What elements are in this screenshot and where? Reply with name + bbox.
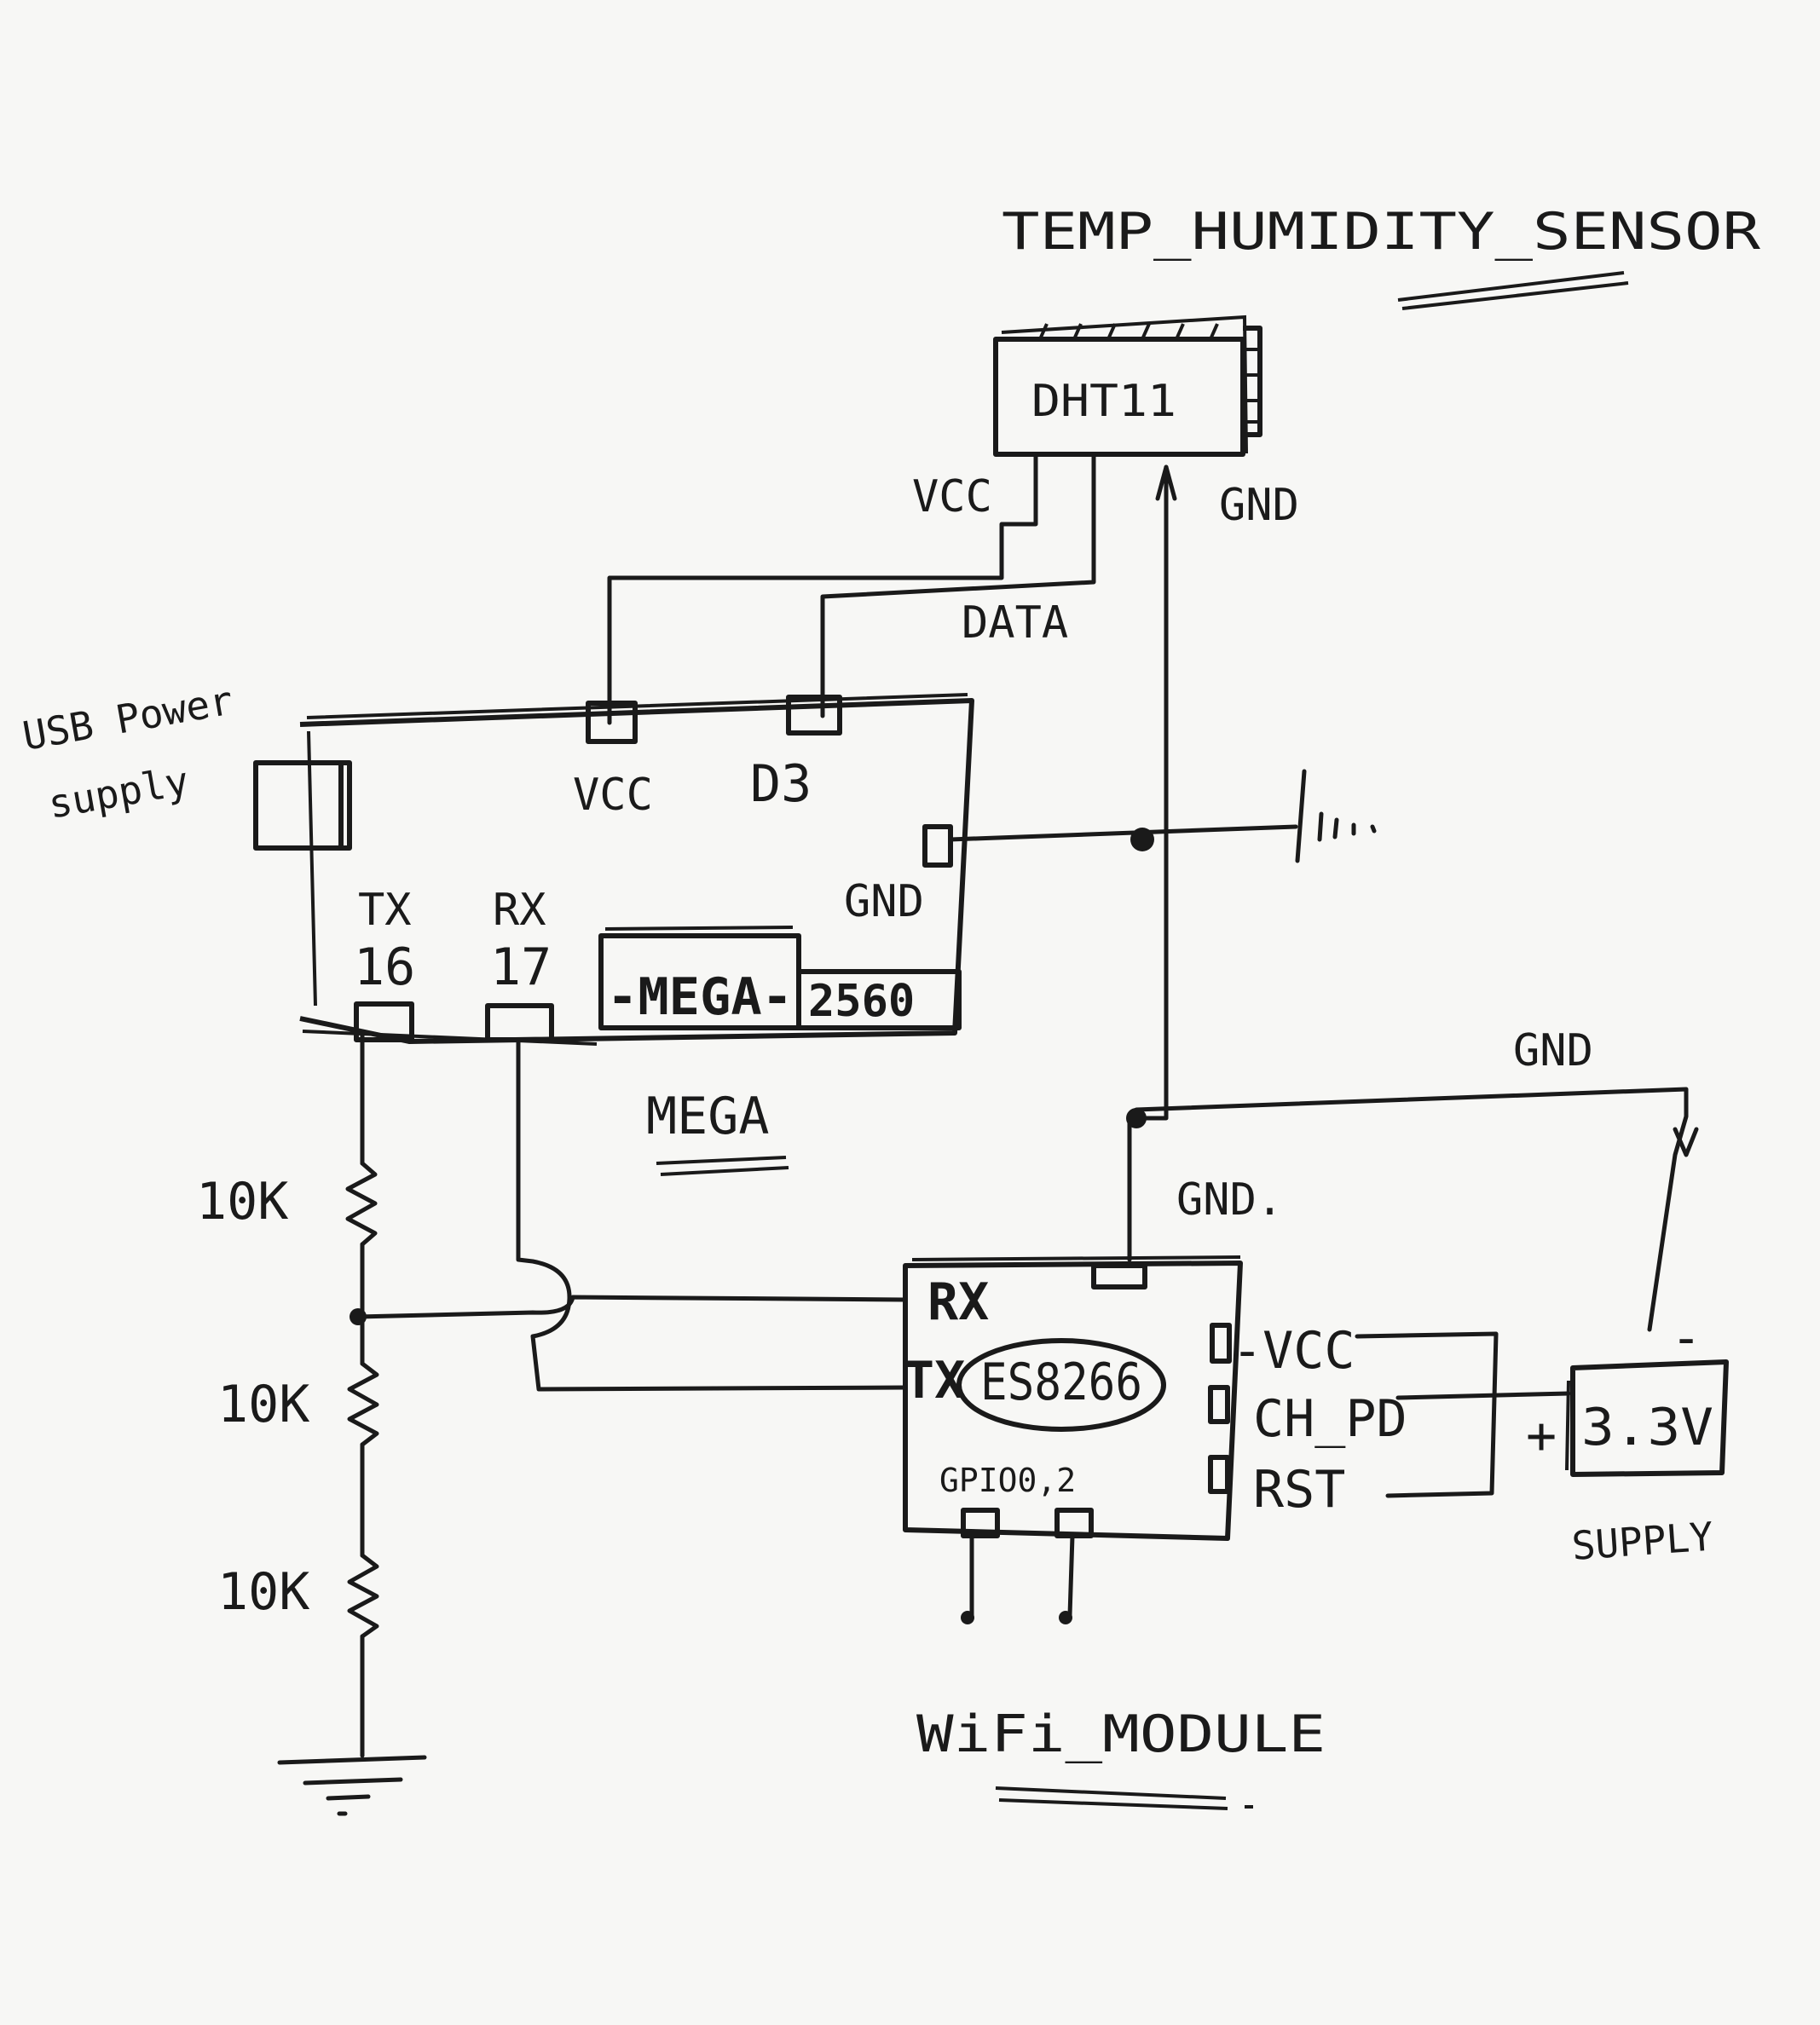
- gpio-label: GPIO0,2: [939, 1462, 1076, 1499]
- wifi-title-underline: [995, 1786, 1253, 1810]
- supply-label: SUPPLY: [1570, 1514, 1715, 1569]
- wire-mega-gnd: [948, 824, 1298, 842]
- esp8266-module: [903, 1255, 1243, 1541]
- gnd-junction-lower: [1126, 1108, 1147, 1128]
- wire-divider-to-esp-rx: [355, 1295, 908, 1319]
- supply-plus-label: +: [1526, 1406, 1557, 1466]
- resistor-2: [347, 1361, 379, 1447]
- mega-tx-pin: 16: [354, 938, 415, 997]
- supply-value-label: 3.3V: [1581, 1398, 1713, 1457]
- earth-symbol-right: [1295, 769, 1377, 863]
- mega-chip-label: -MEGA-: [607, 967, 793, 1027]
- wire-vcc: [607, 452, 1038, 725]
- supply-gnd-arrow: [1673, 1127, 1699, 1157]
- mega-tx-label: TX: [358, 885, 412, 936]
- dht11-label: DHT11: [1031, 376, 1176, 427]
- gnd-right-label: GND: [1513, 1025, 1593, 1076]
- wire-mega-rx-to-esp-tx: [516, 1039, 908, 1392]
- resistor-1: [345, 1161, 378, 1247]
- supply-minus-label: -: [1671, 1308, 1702, 1368]
- mega-gnd-label: GND: [844, 876, 924, 927]
- wire-supply-gnd: [1134, 1087, 1689, 1332]
- esp-rx-label: RX: [927, 1272, 989, 1332]
- wifi-title: WiFi_MODULE: [916, 1705, 1326, 1764]
- gpio2-leg: [1067, 1533, 1075, 1618]
- supply-box: [1565, 1359, 1729, 1477]
- esp-tx-label: TX: [904, 1351, 965, 1411]
- usb-power-label-1: USB Power: [20, 677, 237, 759]
- resistor-3: [347, 1553, 379, 1639]
- esp-vcc-label: -VCC: [1232, 1321, 1355, 1381]
- gnd-arrow: [1155, 464, 1177, 501]
- mega-d3-label: D3: [750, 754, 812, 814]
- esp-rst-label: RST: [1253, 1460, 1345, 1520]
- mega-model-label: 2560: [808, 976, 915, 1027]
- earth-symbol-bottom: [277, 1755, 427, 1816]
- esp-chip-label: ES8266: [980, 1353, 1142, 1412]
- sensor-title: TEMP_HUMIDITY_SENSOR: [1002, 202, 1761, 262]
- resistor-1-label: 10K: [196, 1172, 288, 1232]
- wire-gnd-main: [1127, 464, 1169, 1262]
- dht-data-label: DATA: [962, 597, 1068, 649]
- esp-chpd-label: CH_PD: [1253, 1389, 1407, 1449]
- mega-rx-pin: 17: [490, 938, 552, 997]
- resistor-3-label: 10K: [217, 1562, 309, 1622]
- mega-title: MEGA: [646, 1087, 770, 1146]
- mega-board: [253, 693, 974, 1046]
- dht11-sensor: [993, 314, 1262, 457]
- dht-gnd-label: GND: [1219, 480, 1299, 531]
- mega-title-underline: [656, 1156, 789, 1176]
- wire-esp-power: [1355, 1331, 1571, 1498]
- dht-vcc-label: VCC: [912, 471, 992, 522]
- resistor-2-label: 10K: [217, 1375, 309, 1434]
- mega-rx-label: RX: [493, 885, 546, 936]
- gnd-esp-label: GND.: [1176, 1174, 1283, 1226]
- wire-data: [820, 452, 1096, 718]
- usb-power-label-2: supply: [45, 758, 193, 828]
- mega-vcc-label: VCC: [573, 770, 653, 821]
- sensor-title-underline: [1397, 271, 1629, 310]
